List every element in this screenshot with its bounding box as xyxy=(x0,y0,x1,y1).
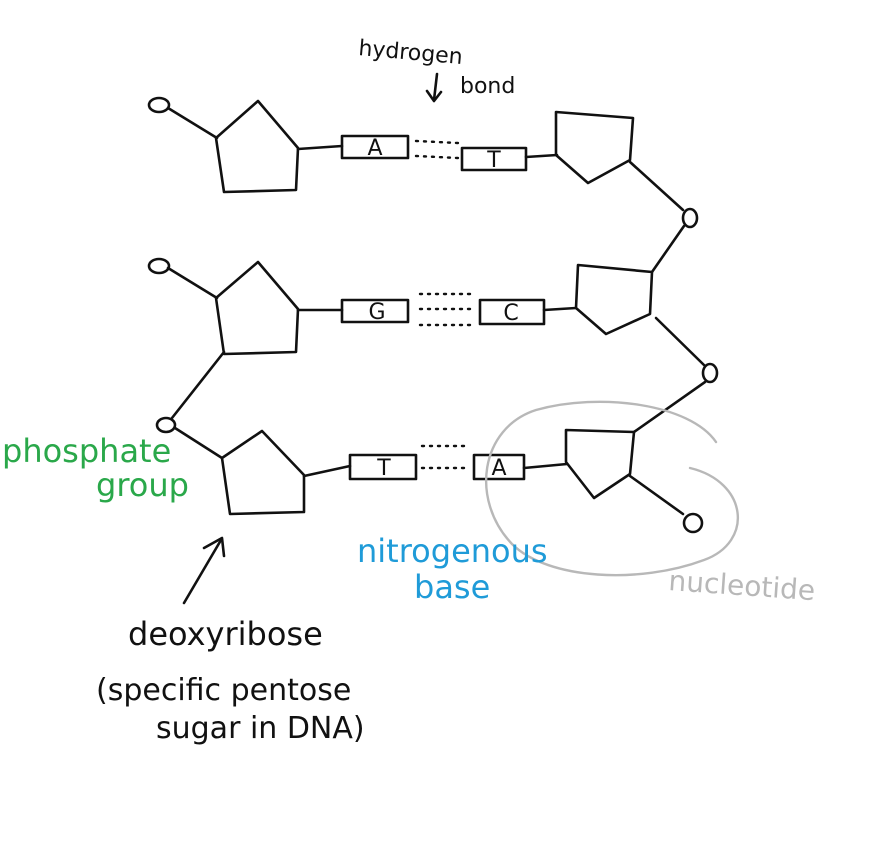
deoxyribose-sugar xyxy=(220,429,306,516)
phosphate-circle xyxy=(681,207,699,229)
deoxyribose-note: (specific pentose xyxy=(96,673,351,708)
phosphate-group-label: group xyxy=(96,466,189,504)
deoxyribose-label: deoxyribose xyxy=(128,615,323,653)
hydrogen-bond-label: hydrogen xyxy=(357,36,463,70)
hydrogen-bond-arrowhead xyxy=(425,89,443,103)
deoxyribose-sugar xyxy=(214,99,300,194)
base-letter: T xyxy=(376,456,391,481)
deoxyribose-sugar xyxy=(574,263,654,336)
phosphate-circle xyxy=(155,416,177,434)
base-box xyxy=(340,134,410,160)
deoxyribose-sugar xyxy=(554,110,635,185)
nitrogenous-base-label: nitrogenous xyxy=(357,532,548,570)
hydrogen-bond-dots xyxy=(414,154,460,160)
backbone-bond xyxy=(650,224,686,274)
phosphate-sugar-bond xyxy=(173,426,224,460)
base-letter: A xyxy=(491,456,506,481)
base-box xyxy=(460,146,528,172)
backbone-bond xyxy=(632,380,707,434)
phosphate-circle xyxy=(701,362,719,384)
deoxyribose-sugar xyxy=(214,260,300,356)
phosphate-circle xyxy=(682,512,704,534)
base-box xyxy=(348,453,418,481)
sugar-base-bond xyxy=(302,464,352,478)
base-box xyxy=(478,298,546,326)
deoxyribose-note: sugar in DNA) xyxy=(156,711,365,746)
sugar-base-bond xyxy=(524,153,559,159)
base-letter: C xyxy=(503,301,518,326)
nucleotide-label: nucleotide xyxy=(668,564,817,607)
phosphate-circle xyxy=(147,257,171,275)
sugar-base-bond xyxy=(522,462,569,470)
backbone-bond xyxy=(628,160,685,212)
base-letter: T xyxy=(486,148,501,173)
base-letter: A xyxy=(367,136,382,161)
hydrogen-bond-label: bond xyxy=(460,74,515,99)
deoxyribose-sugar xyxy=(564,428,636,500)
hydrogen-bond-arrow xyxy=(432,72,439,102)
backbone-bond xyxy=(170,350,226,420)
nucleotide-outline xyxy=(484,400,739,577)
sugar-base-bond xyxy=(296,144,344,151)
deoxyribose-arrow xyxy=(182,538,223,605)
phosphate-sugar-bond xyxy=(628,474,685,516)
phosphate-sugar-bond xyxy=(166,106,219,140)
phosphate-circle xyxy=(147,96,171,114)
hydrogen-bond-dots xyxy=(414,139,460,145)
phosphate-group-label: phosphate xyxy=(2,432,171,470)
sugar-base-bond xyxy=(542,306,578,312)
base-letter: G xyxy=(368,300,385,325)
nitrogenous-base-label: base xyxy=(414,568,490,606)
base-box xyxy=(340,298,410,324)
phosphate-sugar-bond xyxy=(166,266,219,300)
deoxyribose-arrowhead xyxy=(202,536,226,558)
backbone-bond xyxy=(654,316,707,368)
